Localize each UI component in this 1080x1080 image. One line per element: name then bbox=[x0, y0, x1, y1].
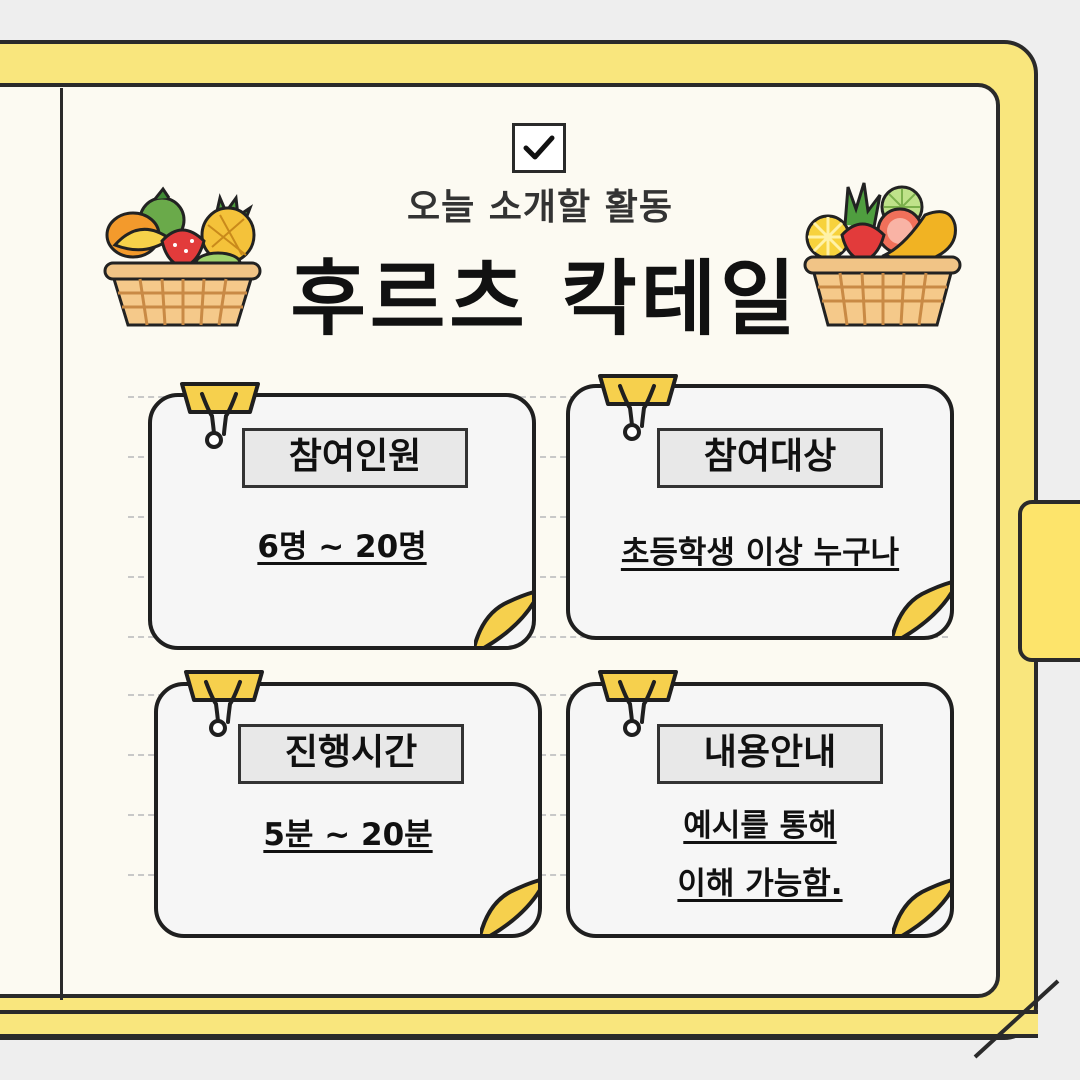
margin-line bbox=[60, 88, 63, 1000]
fruit-basket-icon bbox=[103, 186, 262, 327]
card-value: 초등학생 이상 누구나 bbox=[620, 535, 900, 571]
ruled-line bbox=[128, 456, 948, 458]
binder-spine bbox=[0, 1010, 1038, 1038]
card-label: 내용안내 bbox=[657, 724, 883, 784]
binder-clip-icon bbox=[180, 382, 260, 449]
ruled-line bbox=[128, 694, 948, 696]
page-title: 후르츠 칵테일 bbox=[290, 252, 800, 347]
binder-clip-icon bbox=[598, 374, 678, 441]
ruled-line bbox=[128, 576, 948, 578]
fruit-basket-icon bbox=[803, 182, 962, 327]
card-value: 예시를 통해 이해 가능함. bbox=[677, 808, 843, 902]
card-label: 진행시간 bbox=[238, 724, 464, 784]
corner-slash-lines bbox=[973, 979, 1060, 1059]
ruled-line bbox=[128, 516, 948, 518]
card-label: 참여인원 bbox=[242, 428, 468, 488]
page-curl bbox=[892, 878, 954, 938]
subtitle: 오늘 소개할 활동 bbox=[407, 187, 673, 228]
binder-clip-icon bbox=[598, 670, 678, 737]
card-value: 5분 ~ 20분 bbox=[263, 817, 433, 853]
page-curl bbox=[892, 580, 954, 640]
card-value: 6명 ~ 20명 bbox=[257, 529, 427, 565]
ruled-line bbox=[128, 636, 948, 638]
checkbox-icon[interactable] bbox=[512, 123, 566, 173]
page-curl bbox=[480, 878, 542, 938]
binder-clip-icon bbox=[184, 670, 264, 737]
card-label: 참여대상 bbox=[657, 428, 883, 488]
ruled-line bbox=[128, 396, 948, 398]
page-curl bbox=[474, 590, 536, 650]
binder-tab[interactable] bbox=[1018, 500, 1080, 662]
